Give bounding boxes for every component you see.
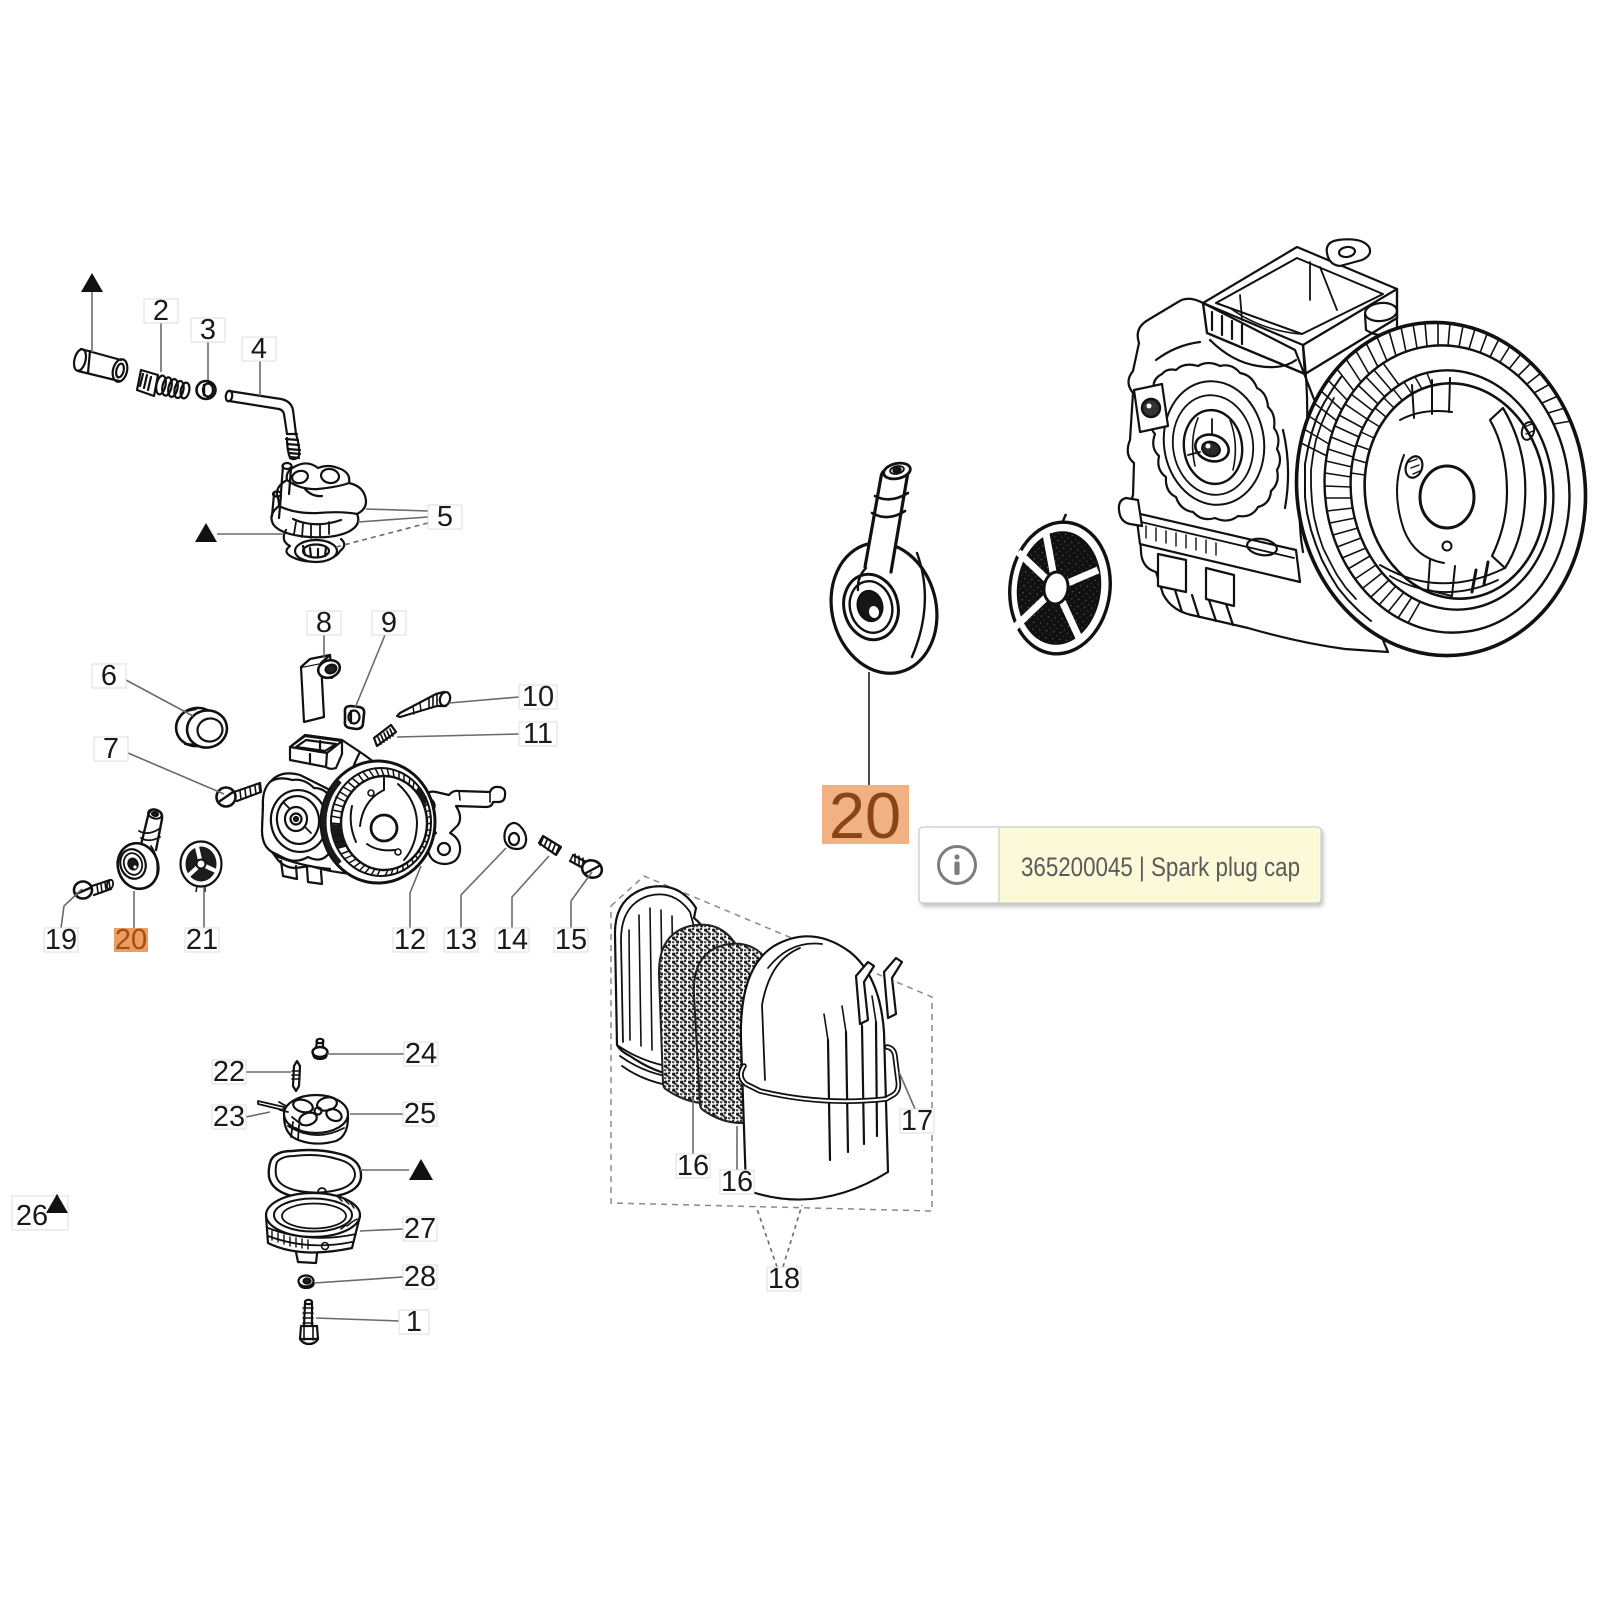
svg-text:24: 24 <box>405 1038 437 1070</box>
svg-text:11: 11 <box>523 718 553 750</box>
svg-text:16: 16 <box>721 1166 753 1198</box>
svg-text:13: 13 <box>445 924 477 956</box>
svg-text:3: 3 <box>200 314 216 346</box>
svg-text:22: 22 <box>213 1056 245 1088</box>
svg-text:20: 20 <box>829 779 901 852</box>
svg-text:365200045 | Spark plug cap: 365200045 | Spark plug cap <box>1021 852 1300 882</box>
svg-text:16: 16 <box>677 1150 709 1182</box>
svg-text:4: 4 <box>251 333 267 365</box>
svg-text:7: 7 <box>103 733 119 765</box>
svg-text:21: 21 <box>186 924 218 956</box>
svg-text:18: 18 <box>768 1263 800 1295</box>
svg-text:2: 2 <box>153 295 169 327</box>
svg-text:19: 19 <box>45 924 77 956</box>
svg-text:20: 20 <box>115 924 147 956</box>
svg-text:15: 15 <box>555 924 587 956</box>
svg-text:5: 5 <box>437 501 453 533</box>
svg-text:1: 1 <box>406 1306 422 1338</box>
svg-text:10: 10 <box>522 681 554 713</box>
svg-text:27: 27 <box>404 1213 436 1245</box>
svg-text:14: 14 <box>496 924 528 956</box>
svg-text:6: 6 <box>101 660 117 692</box>
svg-text:17: 17 <box>901 1105 933 1137</box>
svg-text:25: 25 <box>404 1098 436 1130</box>
svg-text:8: 8 <box>316 607 332 639</box>
svg-text:28: 28 <box>404 1261 436 1293</box>
svg-text:12: 12 <box>394 924 426 956</box>
svg-text:23: 23 <box>213 1101 245 1133</box>
svg-text:26: 26 <box>16 1200 48 1232</box>
svg-text:9: 9 <box>381 607 397 639</box>
